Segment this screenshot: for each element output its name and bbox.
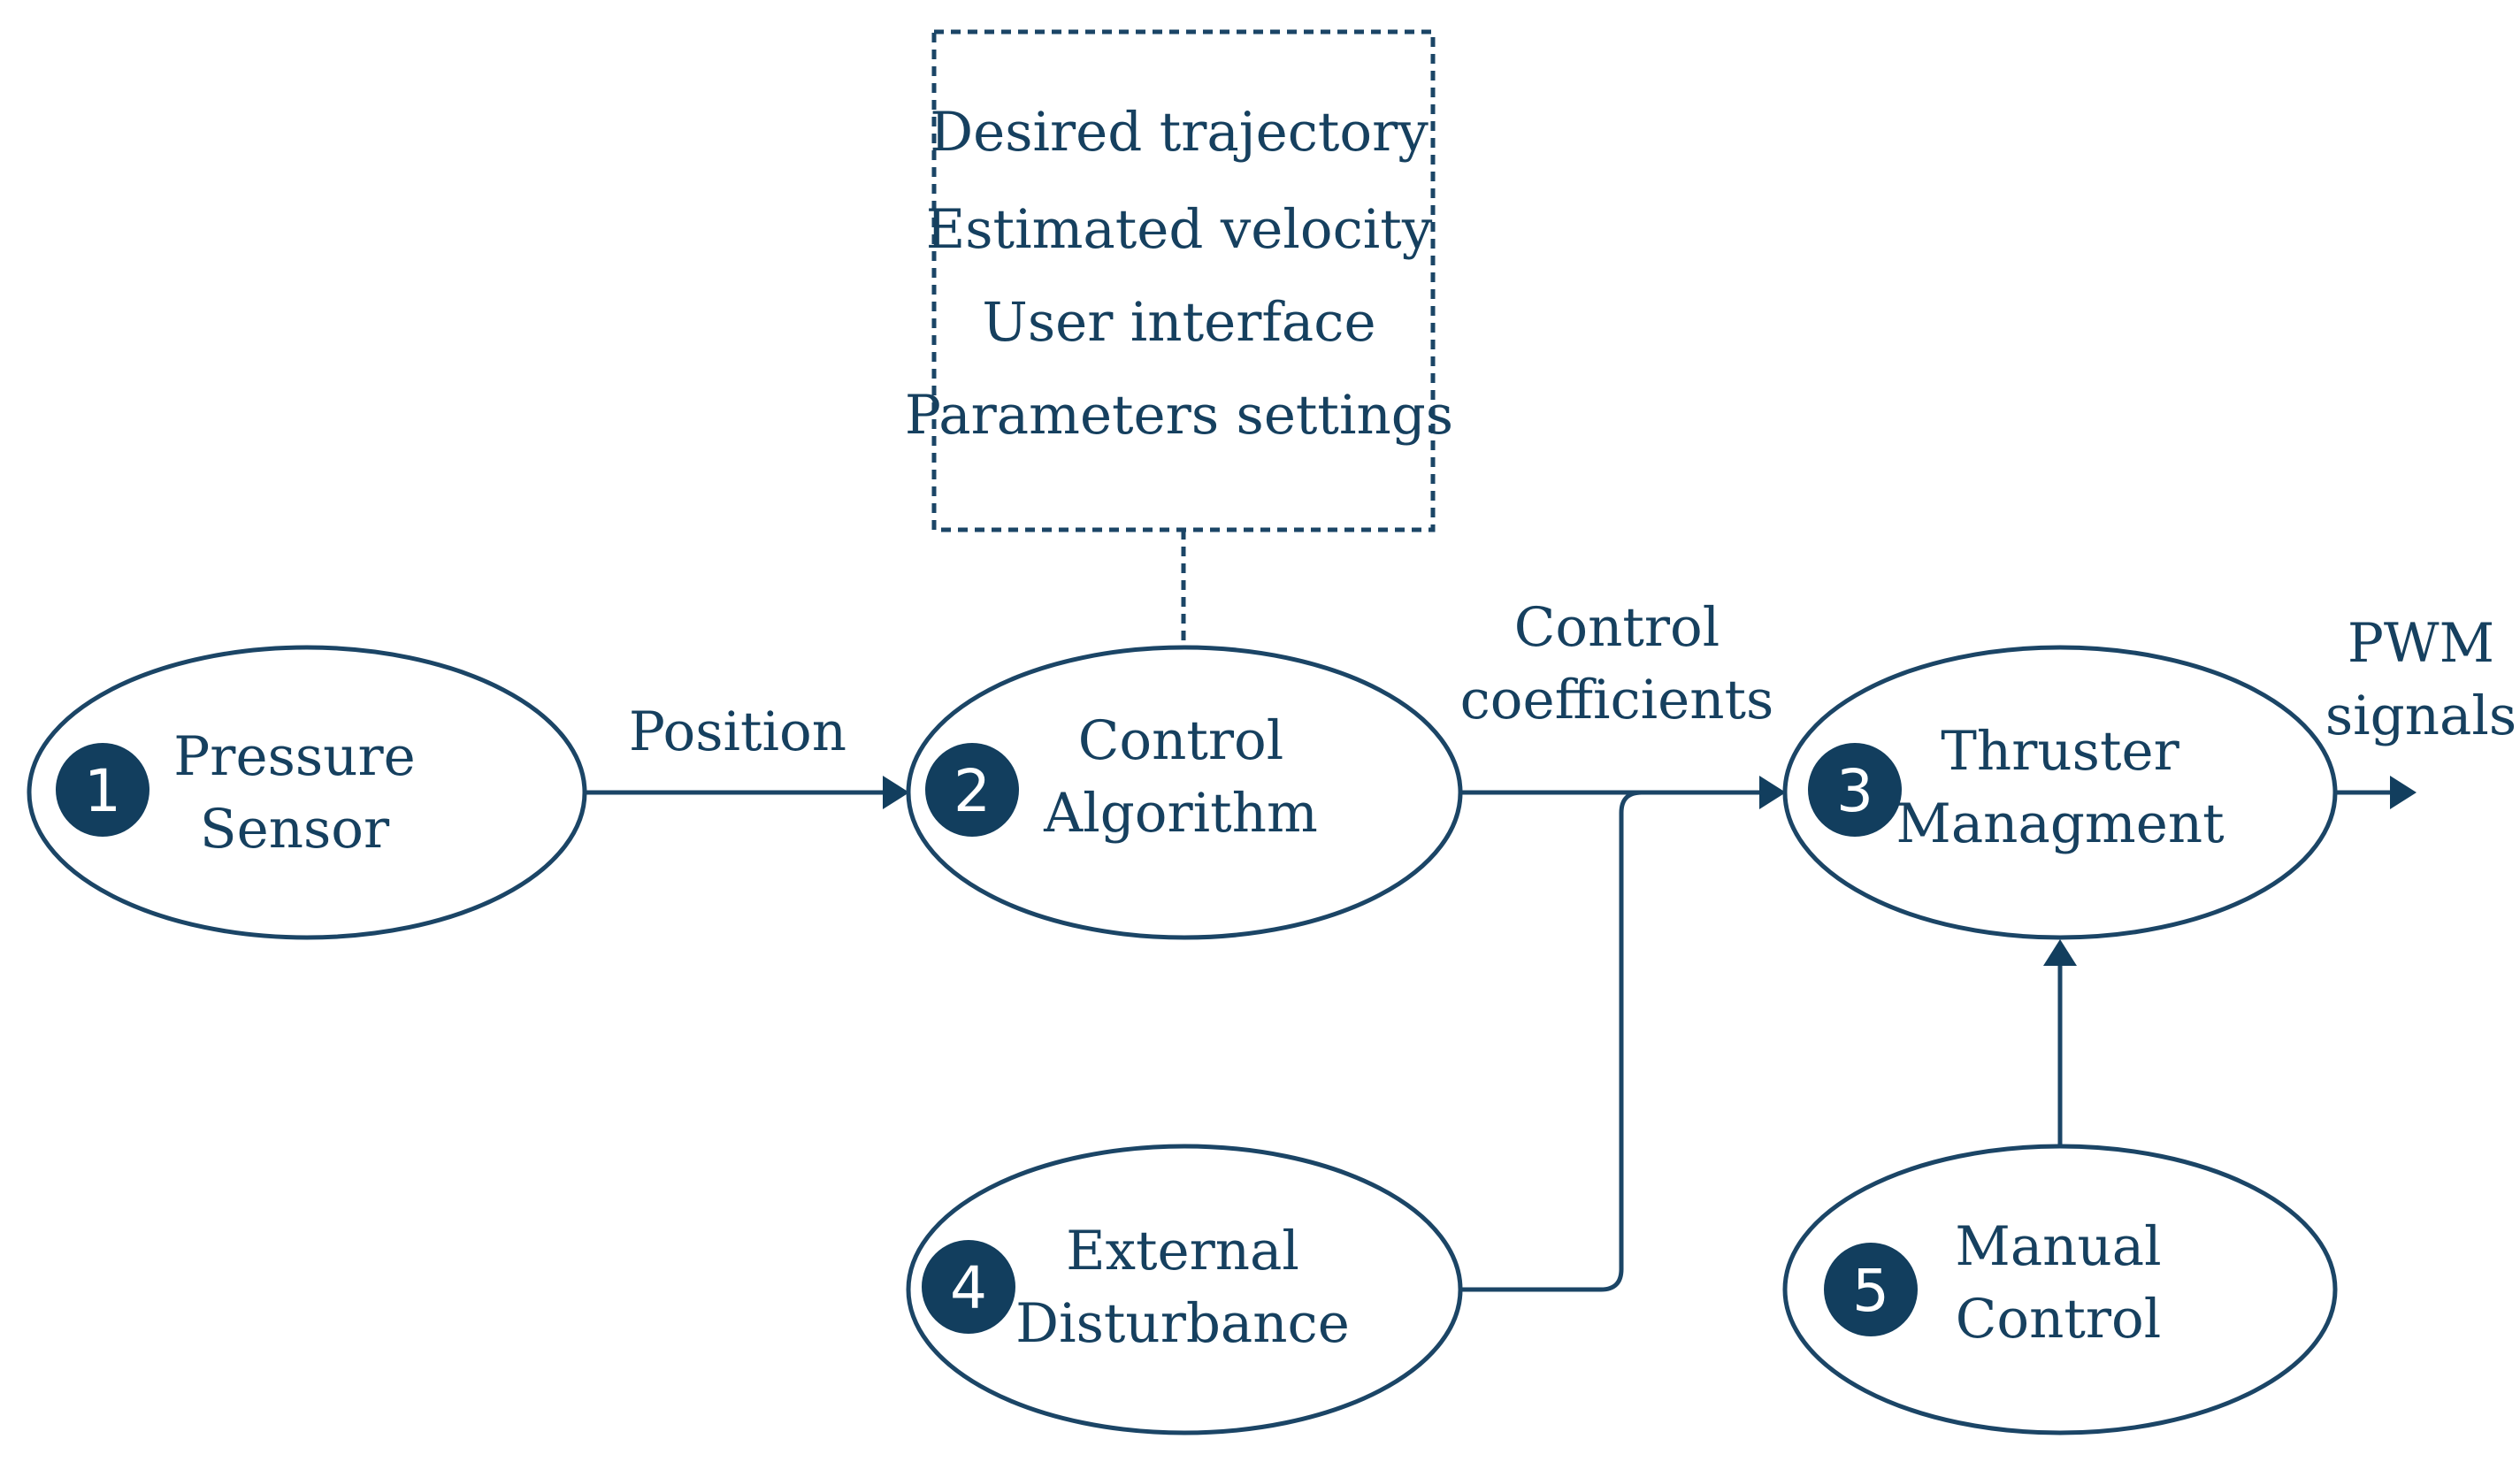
node-ellipse bbox=[27, 645, 587, 940]
node-label-line1: External bbox=[1066, 1220, 1299, 1282]
label-pwm: PWM bbox=[2348, 612, 2494, 675]
label-control-coefficients-line1: Control bbox=[1514, 596, 1720, 659]
label-control-coefficients-line2: coefficients bbox=[1460, 669, 1774, 731]
label-signals: signals bbox=[2325, 685, 2516, 747]
node-control-algorithm: 2 Control Algorithm bbox=[906, 645, 1463, 940]
edge-pwm-arrowhead bbox=[2390, 776, 2417, 809]
node-label-line2: Sensor bbox=[200, 798, 390, 861]
node-ellipse bbox=[1782, 645, 2338, 940]
node-label-line2: Disturbance bbox=[1015, 1292, 1350, 1355]
node-number-badge bbox=[1824, 1243, 1918, 1336]
node-external-disturbance: 4 External Disturbance bbox=[906, 1144, 1463, 1435]
node-ellipse bbox=[906, 1144, 1463, 1435]
node-label-line2: Control bbox=[1956, 1288, 2162, 1351]
node-ellipse bbox=[1782, 1144, 2338, 1435]
label-position: Position bbox=[629, 700, 846, 763]
node-number: 4 bbox=[950, 1254, 987, 1322]
node-number-badge bbox=[1808, 743, 1902, 837]
node-label-line1: Pressure bbox=[173, 725, 415, 788]
edge-disturbance bbox=[1461, 790, 1643, 1292]
input-parameters-settings: Parameters settings bbox=[905, 384, 1453, 447]
node-label-line2: Algorithm bbox=[1043, 782, 1318, 845]
node-ellipse bbox=[906, 645, 1463, 940]
node-label-line2: Managment bbox=[1896, 792, 2225, 855]
node-number: 3 bbox=[1836, 757, 1873, 825]
input-desired-trajectory: Desired trajectory bbox=[930, 101, 1429, 164]
node-thruster-management: 3 Thruster Managment bbox=[1782, 645, 2338, 940]
node-number-badge bbox=[925, 743, 1019, 837]
input-estimated-velocity: Estimated velocity bbox=[926, 198, 1433, 261]
node-pressure-sensor: 1 Pressure Sensor bbox=[27, 645, 587, 940]
node-number-badge bbox=[922, 1240, 1015, 1334]
node-number: 5 bbox=[1852, 1257, 1889, 1325]
node-label-line1: Thruster bbox=[1941, 720, 2179, 783]
node-label-line1: Control bbox=[1078, 709, 1284, 772]
node-number: 1 bbox=[84, 757, 121, 825]
node-manual-control: 5 Manual Control bbox=[1782, 1144, 2338, 1435]
node-number: 2 bbox=[954, 757, 991, 825]
edge-manual-control-arrowhead bbox=[2043, 939, 2077, 966]
edge-control-coefficients-arrowhead bbox=[1759, 776, 1786, 809]
input-user-interface: User interface bbox=[982, 291, 1375, 354]
node-number-badge bbox=[56, 743, 149, 837]
node-label-line1: Manual bbox=[1955, 1215, 2161, 1278]
edge-position-arrowhead bbox=[883, 776, 909, 809]
